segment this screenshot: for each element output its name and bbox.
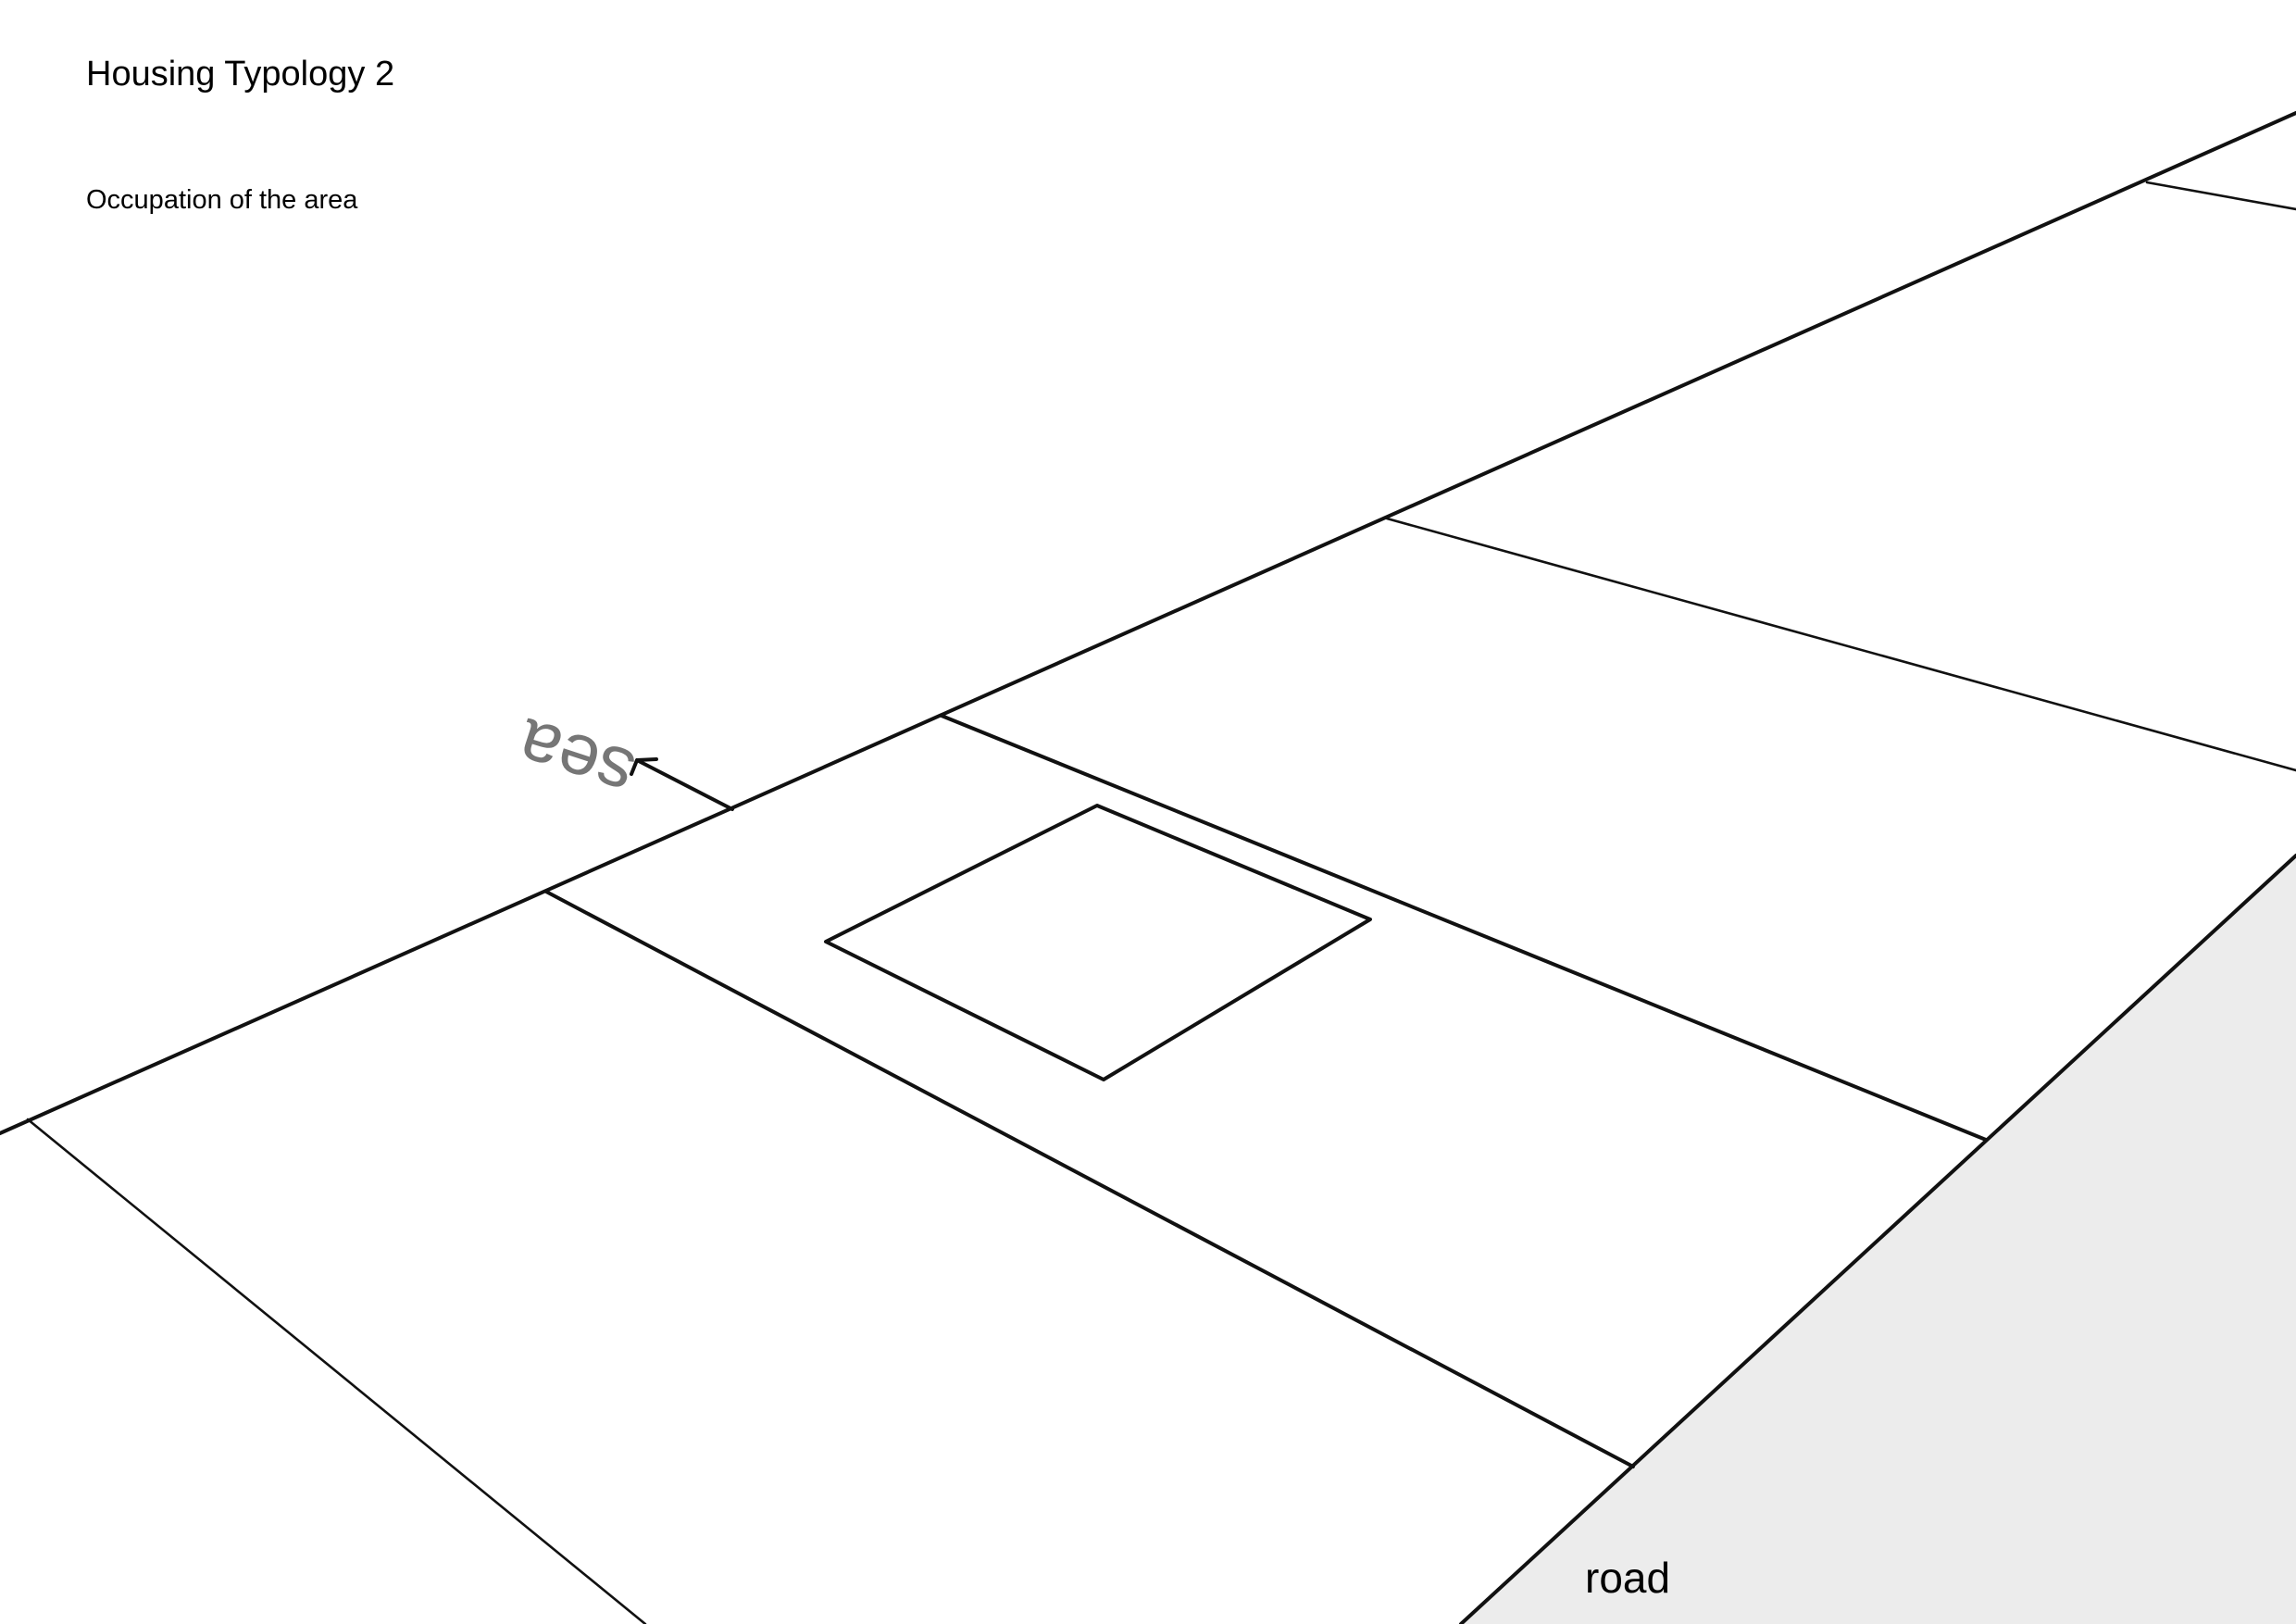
house-footprint xyxy=(824,804,1372,1081)
coast-boundary-line xyxy=(0,111,2296,1135)
plot-division-line-1 xyxy=(26,1118,647,1624)
sheet-subtitle: Occupation of the area xyxy=(86,185,358,215)
plot-division-line-5 xyxy=(2145,181,2296,211)
plot-division-line-3 xyxy=(940,714,1988,1142)
plot-division-line-2 xyxy=(544,890,1635,1468)
plot-division-line-4 xyxy=(1385,517,2296,772)
road-edge-line xyxy=(1459,854,2296,1624)
road-label: road xyxy=(1585,1554,1670,1602)
sheet-title: Housing Typology 2 xyxy=(86,55,395,94)
sea-direction-arrow xyxy=(630,757,734,811)
sea-label: sea xyxy=(507,703,643,817)
